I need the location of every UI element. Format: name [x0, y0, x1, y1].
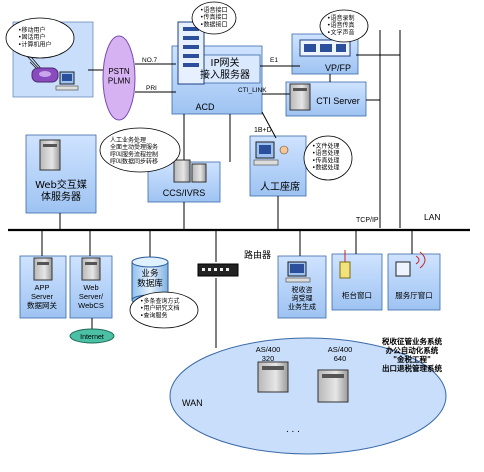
ccs-ivrs-label: CCS/IVRS: [163, 188, 206, 198]
user-devices: [31, 67, 79, 91]
link-tcpip: TCP/IP: [356, 217, 379, 224]
internet-cloud: [69, 328, 115, 344]
voice-callout: [319, 9, 369, 43]
as400-320-icon: [257, 361, 289, 393]
gateway-callout: [191, 1, 237, 35]
acd-switch-icon: [177, 21, 205, 85]
users-callout: [5, 17, 75, 59]
link-pri: PRI: [146, 85, 157, 92]
link-e1: E1: [270, 57, 278, 64]
service-window-icon: [395, 251, 426, 277]
vpfp-server-icon: [299, 39, 351, 57]
cti-server-icon: [289, 83, 311, 111]
users-callout-text: •移动用户•固话用户•计算机用户: [18, 26, 52, 48]
app-server-icon: [33, 257, 53, 281]
agent-callout: [303, 135, 353, 181]
wan-cloud: [169, 337, 447, 455]
router-icon: [197, 263, 239, 277]
internet-label: Internet: [80, 334, 104, 341]
counter-window-icon: [339, 250, 351, 279]
business-db-label: 业务数据库: [137, 268, 163, 289]
ivr-callout: [99, 127, 181, 173]
ccs-ivrs-icon: [173, 159, 207, 183]
gateway-callout-text: •语音接口•传真接口•数据接口: [200, 6, 228, 28]
webcs-server-icon: [81, 257, 101, 281]
db-callout-text: •多条查询方式•用户研究文档•查询服务: [140, 297, 180, 319]
link-no7: NO.7: [142, 57, 158, 64]
counter-window-label: 柜台窗口: [342, 290, 372, 300]
wan-label: WAN: [182, 398, 203, 408]
router-label: 路由器: [244, 249, 271, 261]
voice-callout-text: •语音录制•语音传真•文字声音: [327, 14, 355, 36]
acd-label: ACD: [195, 102, 215, 112]
web-server-label: Web交互媒体服务器: [35, 178, 87, 203]
agent-callout-text: •文件处理•语音处理•传真处理•数据处理: [312, 142, 340, 172]
ivr-callout-text: 人工业务处理全面主动受理服务呼叫服务流程控制呼叫数据同步转移: [110, 136, 158, 166]
cti-server-label: CTI Server: [316, 96, 360, 106]
web-server-icon: [39, 139, 61, 171]
app-server-panel: [19, 255, 67, 319]
wan-ellipsis: . . .: [286, 424, 300, 435]
service-window-label: 服务厅窗口: [395, 290, 433, 300]
pstn-cloud: [102, 35, 136, 121]
agent-seat-label: 人工座席: [260, 180, 300, 193]
link-lan: LAN: [424, 212, 441, 222]
agent-seat-icon: [253, 141, 289, 166]
ip-gateway-label: IP网关接入服务器: [200, 56, 250, 81]
as400-640-icon: [317, 369, 349, 403]
link-1bd: 1B+D: [254, 127, 272, 134]
web-server-panel: [25, 134, 97, 214]
fax-control-label: 税收咨询受理业务生成: [288, 285, 316, 311]
connection-lines: [41, 30, 413, 348]
db-callout: [129, 291, 199, 329]
vpfp-label: VP/FP: [325, 63, 351, 73]
link-cti: CTI_LINK: [238, 87, 267, 94]
wan-systems-label: 税收征管业务系统办公自动化系统"金税工程"出口退税管理系统: [382, 336, 442, 373]
fax-control-icon: [285, 261, 311, 283]
